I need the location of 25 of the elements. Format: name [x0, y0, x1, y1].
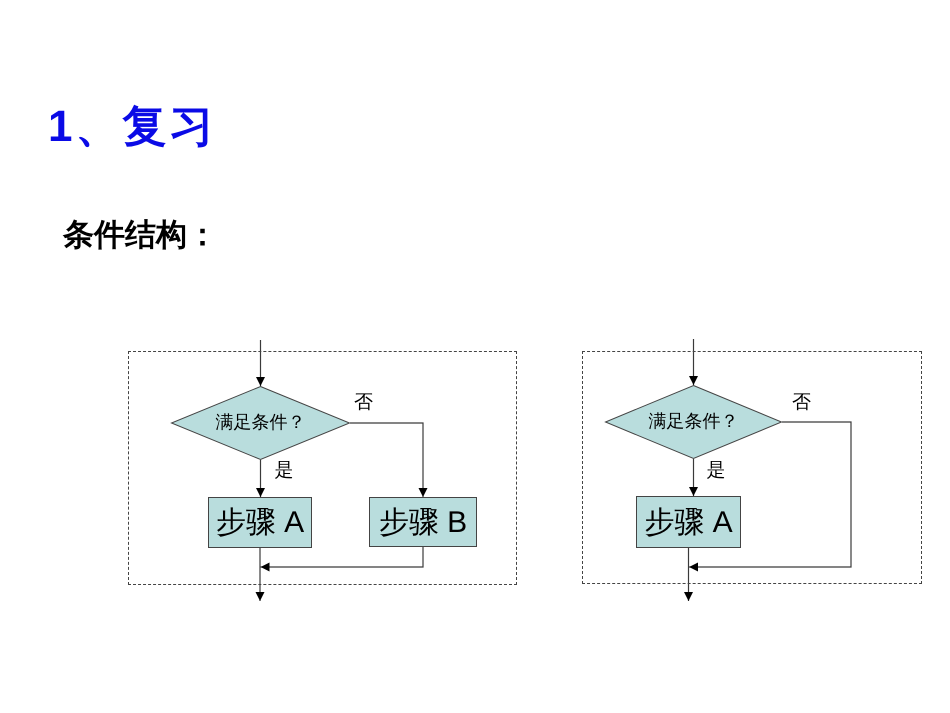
flow-arrow	[689, 459, 698, 496]
flow-arrow	[256, 340, 265, 386]
section-heading: 条件结构：	[63, 218, 218, 252]
flow-arrow	[689, 339, 698, 385]
step-label: 步骤 B	[378, 506, 468, 538]
step-label: 步骤 A	[216, 506, 304, 539]
edge-label: 是	[706, 461, 726, 482]
condition-text: 满足条件？	[216, 413, 306, 433]
dashed-frame	[128, 351, 517, 585]
dashed-frame	[582, 351, 922, 584]
flow-arrow	[256, 567, 264, 601]
decision-diamond	[171, 386, 350, 460]
flow-arrow	[260, 547, 424, 572]
condition-text: 满足条件？	[648, 412, 738, 432]
decision-diamond	[605, 385, 782, 459]
process-box	[208, 497, 312, 548]
process-box	[369, 497, 477, 547]
flow-arrow	[350, 422, 428, 497]
slide-title: 1、复习	[48, 103, 216, 152]
flow-arrow	[256, 460, 265, 497]
process-box	[636, 496, 741, 548]
edge-label: 是	[274, 461, 294, 482]
flow-arrow	[684, 567, 693, 601]
step-label: 步骤 A	[644, 506, 733, 538]
flow-arrow	[689, 421, 852, 572]
